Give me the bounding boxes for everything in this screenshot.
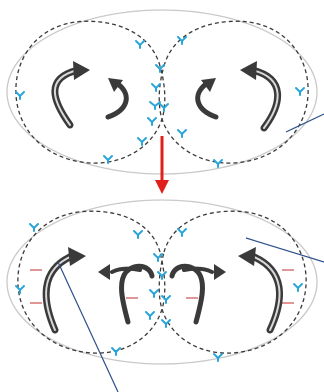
y-marker-icon bbox=[161, 295, 171, 304]
y-marker-icon bbox=[151, 83, 161, 92]
y-marker-icon bbox=[149, 101, 161, 110]
y-marker-icon bbox=[293, 283, 303, 292]
curved-arrow-icon bbox=[169, 263, 226, 325]
y-marker-icon bbox=[145, 311, 155, 320]
y-marker-icon bbox=[161, 319, 171, 328]
y-marker-icon bbox=[213, 353, 223, 362]
bottom-tick-marks bbox=[30, 269, 294, 304]
bottom-right-compartment-boundary bbox=[158, 210, 307, 354]
bottom-markers bbox=[15, 223, 303, 362]
y-marker-icon bbox=[103, 155, 113, 164]
top-panel bbox=[6, 9, 324, 175]
y-marker-icon bbox=[155, 64, 165, 73]
curved-arrow-icon bbox=[51, 61, 90, 129]
y-marker-icon bbox=[135, 40, 145, 49]
bottom-outer-membrane bbox=[6, 199, 318, 365]
bottom-right-leader-line bbox=[245, 237, 324, 263]
y-marker-icon bbox=[15, 91, 25, 100]
top-leader-line bbox=[285, 113, 324, 133]
curved-arrow-icon bbox=[42, 247, 86, 334]
curved-arrow-icon bbox=[98, 263, 155, 325]
top-left-compartment-boundary bbox=[15, 20, 166, 164]
y-marker-icon bbox=[295, 87, 305, 96]
curved-arrow-icon bbox=[195, 78, 219, 120]
y-marker-icon bbox=[213, 159, 223, 168]
y-marker-icon bbox=[149, 289, 159, 298]
curved-arrow-icon bbox=[105, 78, 129, 120]
y-marker-icon bbox=[137, 137, 147, 146]
y-marker-icon bbox=[15, 285, 25, 294]
y-marker-icon bbox=[159, 103, 169, 112]
y-marker-icon bbox=[177, 36, 187, 45]
y-marker-icon bbox=[29, 223, 39, 232]
top-right-compartment-boundary bbox=[158, 20, 309, 164]
curved-arrow-icon bbox=[238, 247, 283, 334]
top-markers bbox=[15, 36, 305, 168]
y-marker-icon bbox=[177, 228, 187, 237]
y-marker-icon bbox=[147, 117, 157, 126]
curved-arrow-icon bbox=[240, 61, 281, 132]
y-marker-icon bbox=[157, 271, 167, 280]
bottom-left-compartment-boundary bbox=[17, 210, 166, 354]
y-marker-icon bbox=[177, 129, 187, 138]
y-marker-icon bbox=[111, 347, 121, 356]
y-marker-icon bbox=[153, 253, 163, 262]
down-arrow-icon bbox=[155, 136, 169, 194]
y-marker-icon bbox=[133, 230, 143, 239]
bottom-left-leader-line bbox=[57, 261, 119, 392]
bottom-panel bbox=[6, 199, 324, 392]
